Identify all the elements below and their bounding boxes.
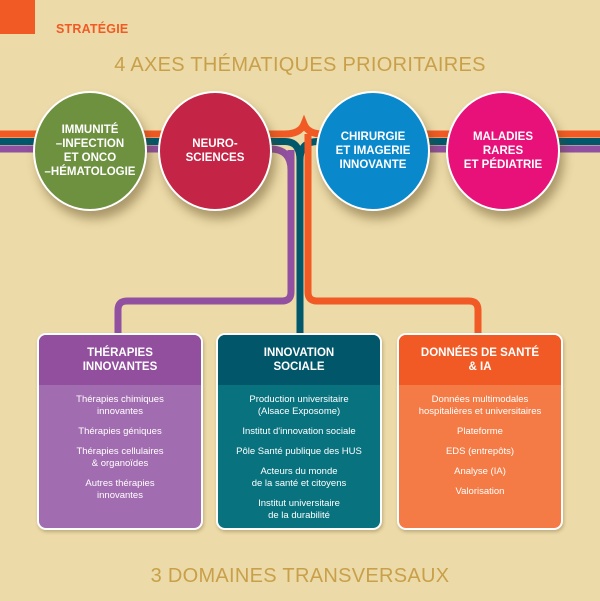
domain-donnees-sante: DONNÉES DE SANTÉ & IA Données multimodal… [397, 333, 563, 530]
domain-item: Production universitaire (Alsace Exposom… [249, 394, 349, 417]
domain-item: Analyse (IA) [454, 466, 506, 477]
domain-item: Données multimodales hospitalières et un… [418, 394, 542, 417]
purple-connector [114, 150, 295, 334]
axis-label: MALADIES RARES ET PÉDIATRIE [463, 131, 543, 171]
domain-item: Thérapies cellulaires & organoïdes [76, 446, 164, 469]
domain-title: DONNÉES DE SANTÉ & IA [399, 335, 561, 385]
axis-neurosciences: NEURO- SCIENCES [158, 91, 272, 211]
domain-item: Valorisation [455, 486, 505, 497]
corner-accent [0, 0, 35, 34]
axis-label: IMMUNITÉ –INFECTION ET ONCO –HÉMATOLOGIE [44, 124, 136, 178]
domain-item: Institut universitaire de la durabilité [258, 498, 340, 521]
domain-item: Plateforme [457, 426, 503, 437]
domain-item: Thérapies chimiques innovantes [76, 394, 164, 417]
domain-therapies: THÉRAPIES INNOVANTES Thérapies chimiques… [37, 333, 203, 530]
axis-chirurgie: CHIRURGIE ET IMAGERIE INNOVANTE [316, 91, 430, 211]
axis-label: NEURO- SCIENCES [185, 138, 245, 164]
footer-title: 3 DOMAINES TRANSVERSAUX [150, 565, 450, 587]
domain-item: Thérapies géniques [78, 426, 162, 437]
domain-item: Pôle Santé publique des HUS [236, 446, 362, 457]
orange-connector [304, 134, 482, 334]
section-kicker: STRATÉGIE [56, 22, 129, 36]
orange-band [0, 114, 600, 138]
domain-item: EDS (entrepôts) [445, 446, 515, 457]
domain-innovation-sociale: INNOVATION SOCIALE Production universita… [216, 333, 382, 530]
domain-item: Institut d'innovation sociale [242, 426, 356, 437]
domain-item: Autres thérapies innovantes [85, 478, 155, 501]
domain-item: Acteurs du monde de la santé et citoyens [251, 466, 347, 489]
domain-title: THÉRAPIES INNOVANTES [39, 335, 201, 385]
page-title: 4 AXES THÉMATIQUES PRIORITAIRES [114, 54, 486, 76]
domain-title: INNOVATION SOCIALE [218, 335, 380, 385]
axis-maladies-rares: MALADIES RARES ET PÉDIATRIE [446, 91, 560, 211]
axis-immunite: IMMUNITÉ –INFECTION ET ONCO –HÉMATOLOGIE [33, 91, 147, 211]
axis-label: CHIRURGIE ET IMAGERIE INNOVANTE [335, 131, 411, 171]
